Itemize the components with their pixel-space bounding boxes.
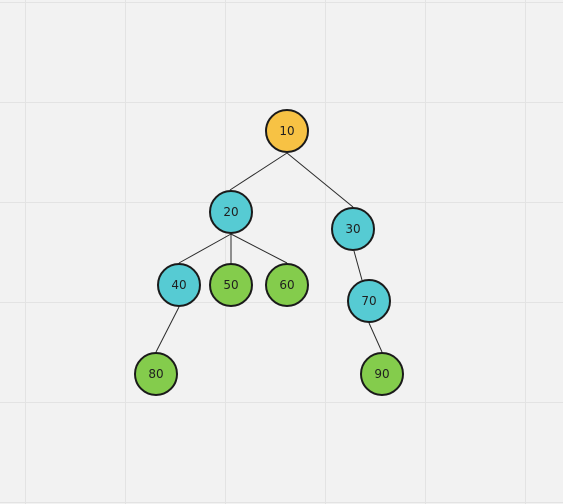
node-label: 90 [374,367,389,381]
edge-20-40 [178,233,232,264]
node-circle [360,352,404,396]
tree-node-30[interactable]: 30 [331,207,375,251]
node-circle [134,352,178,396]
edge-10-20 [229,152,288,191]
node-label: 80 [148,367,163,381]
tree-node-10[interactable]: 10 [265,109,309,153]
node-circle [265,109,309,153]
node-circle [157,263,201,307]
tree-node-20[interactable]: 20 [209,190,253,234]
tree-node-80[interactable]: 80 [134,352,178,396]
edge-30-70 [353,250,363,281]
node-label: 70 [361,294,376,308]
node-label: 40 [171,278,186,292]
node-circle [265,263,309,307]
nodes-layer: 10 20 30 40 50 60 70 80 90 [134,109,404,396]
tree-node-70[interactable]: 70 [347,279,391,323]
edge-70-90 [368,322,383,353]
node-circle [209,263,253,307]
edge-40-80 [155,306,180,353]
node-label: 20 [223,205,238,219]
node-circle [209,190,253,234]
node-label: 10 [279,124,294,138]
tree-node-60[interactable]: 60 [265,263,309,307]
node-circle [331,207,375,251]
tree-node-50[interactable]: 50 [209,263,253,307]
tree-node-90[interactable]: 90 [360,352,404,396]
edge-10-30 [286,152,354,208]
tree-node-40[interactable]: 40 [157,263,201,307]
node-label: 30 [345,222,360,236]
edges-layer [155,152,383,353]
edge-20-60 [230,233,288,264]
node-circle [347,279,391,323]
node-label: 60 [279,278,294,292]
node-label: 50 [223,278,238,292]
